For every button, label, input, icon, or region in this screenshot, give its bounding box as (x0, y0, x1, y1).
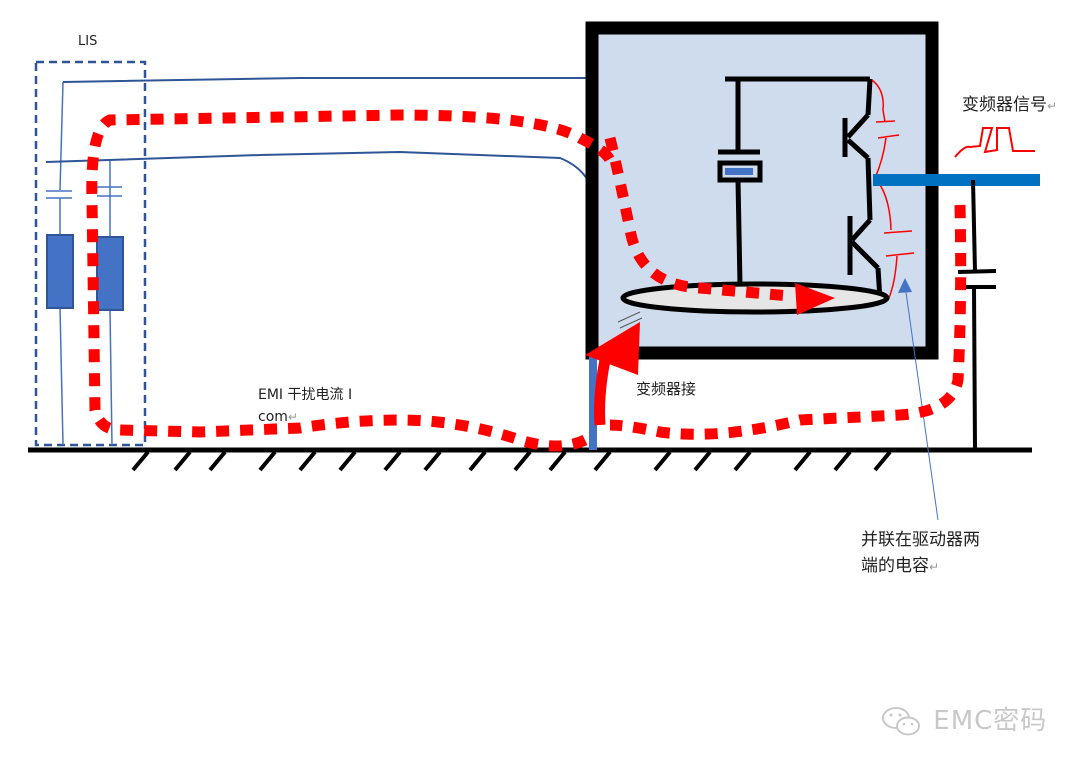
parallel-cap-line2: 端的电容 (861, 556, 929, 576)
lisn-box (34, 60, 147, 447)
return-mark: ↵ (287, 410, 298, 424)
current-path-loop (86, 109, 615, 452)
dc-bus (717, 76, 870, 286)
external-capacitor (957, 179, 997, 451)
igbt-switches (842, 78, 883, 301)
current-path-inside (604, 136, 791, 302)
wechat-icon (882, 706, 920, 735)
parasitic-capacitors (871, 79, 915, 301)
watermark: EMC密码 (880, 700, 1047, 739)
lisn-internals (46, 81, 122, 446)
vfd-signal-text: 变频器信号 (962, 95, 1047, 115)
current-path-up (594, 358, 611, 426)
emi-current-label: EMI 干扰电流 I com↵ (258, 384, 352, 428)
return-mark: ↵ (929, 560, 940, 574)
current-arrow-up (585, 322, 640, 375)
leader-line (904, 284, 939, 521)
current-path-return (609, 204, 967, 440)
vfd-ground-label: 变频器接 (636, 380, 697, 398)
current-arrow-right (795, 283, 835, 315)
vfd-signal-label: 变频器信号↵ (962, 90, 1057, 115)
lisn-impedance-2 (96, 236, 124, 311)
lisn-label: LIS (78, 34, 98, 49)
emi-current-line2: com (258, 409, 288, 425)
ground-hatch (131, 450, 892, 472)
power-wire-bottom (45, 150, 626, 301)
emi-current-line1: EMI 干扰电流 I (258, 387, 353, 403)
watermark-text: EMC密码 (933, 706, 1048, 736)
signal-waveform (954, 127, 1035, 158)
lisn-impedance-1 (46, 234, 74, 309)
leader-arrowhead (898, 278, 912, 293)
capacitor-plate (725, 168, 753, 175)
parallel-cap-label: 并联在驱动器两 端的电容↵ (861, 527, 980, 580)
return-mark: ↵ (1047, 99, 1058, 113)
parallel-cap-line1: 并联在驱动器两 (861, 530, 980, 550)
